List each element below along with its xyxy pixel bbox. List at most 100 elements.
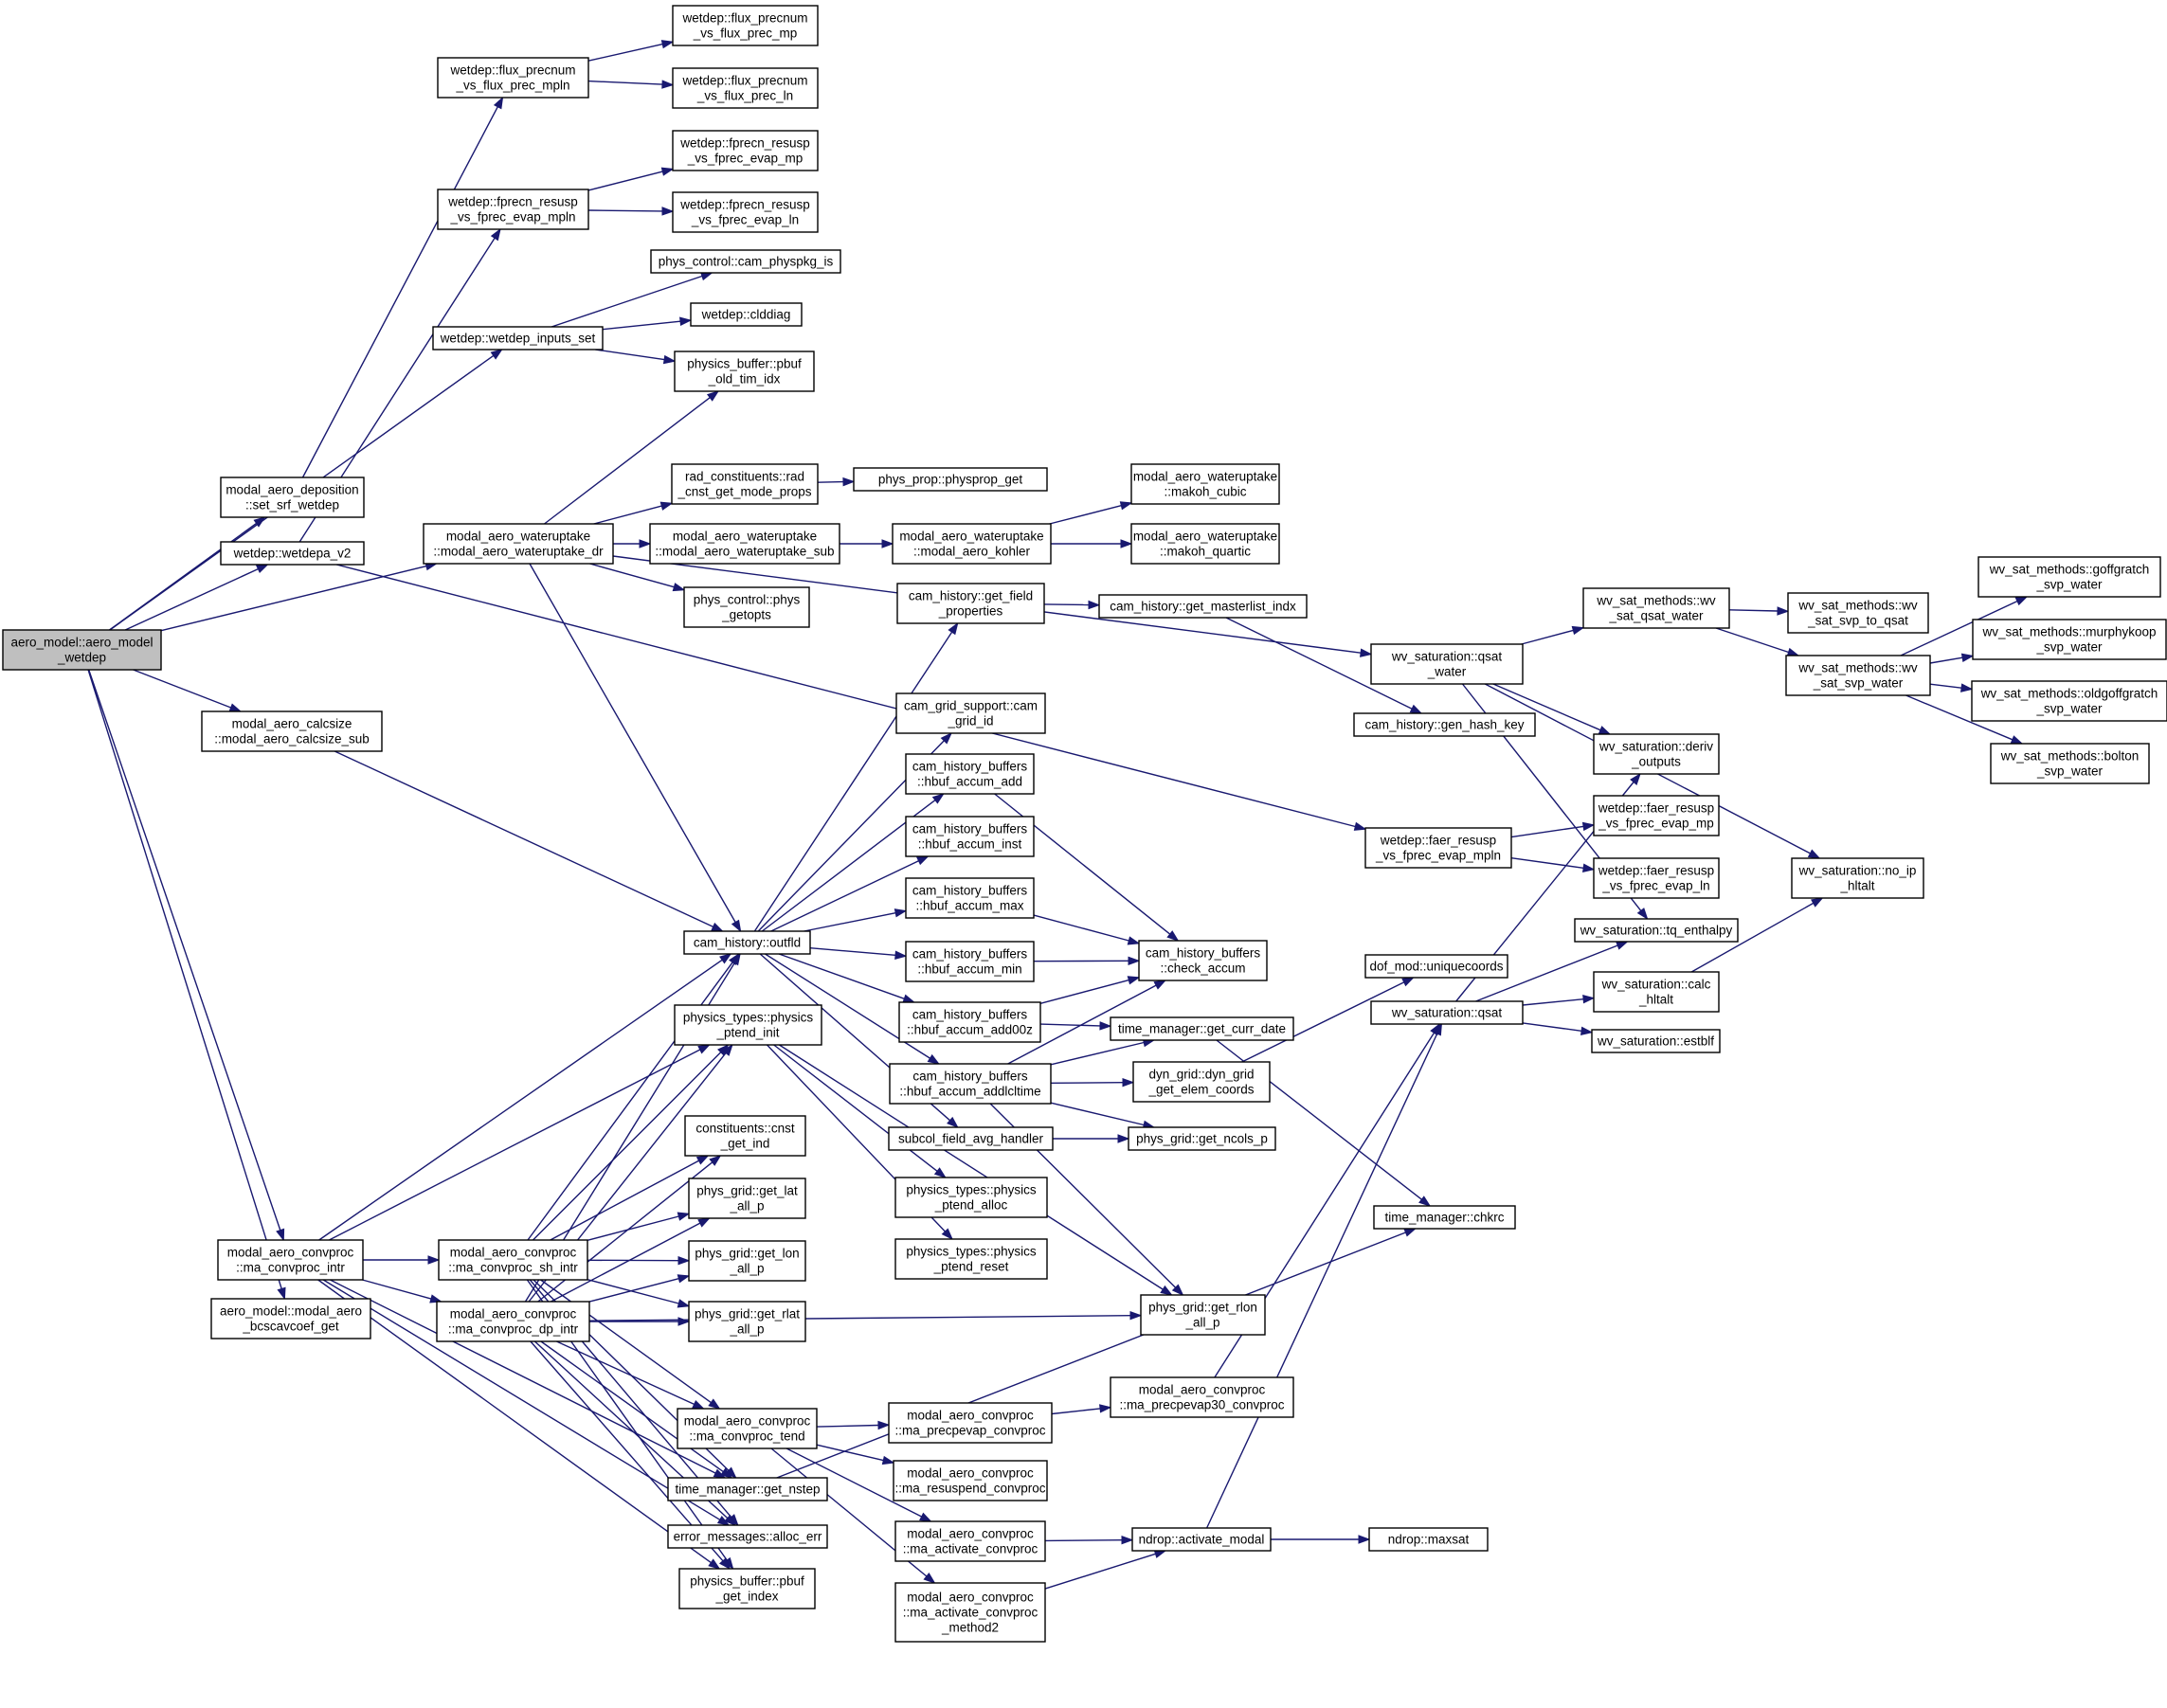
function-node-camphys[interactable]: phys_control::cam_physpkg_is (650, 249, 841, 274)
function-node-kohler[interactable]: modal_aero_wateruptake::modal_aero_kohle… (892, 523, 1052, 565)
edge-line (551, 275, 703, 328)
function-node-svpw[interactable]: wv_sat_methods::wv_sat_svp_water (1785, 655, 1931, 696)
node-label-line: _hltalt (1638, 993, 1673, 1007)
function-node-hadd00z[interactable]: cam_history_buffers::hbuf_accum_add00z (898, 1001, 1041, 1043)
function-node-shintr[interactable]: modal_aero_convproc::ma_convproc_sh_intr (438, 1239, 588, 1281)
function-node-noip[interactable]: wv_saturation::no_ip_hltalt (1791, 857, 1924, 899)
function-node-pbufold[interactable]: physics_buffer::pbuf_old_tim_idx (674, 351, 815, 392)
function-node-qsatwater[interactable]: wv_saturation::qsat_water (1370, 643, 1524, 685)
node-label-line: modal_aero_convproc (907, 1409, 1034, 1423)
function-node-rlat[interactable]: phys_grid::get_rlat_all_p (688, 1301, 806, 1342)
function-node-gridid[interactable]: cam_grid_support::cam_grid_id (895, 692, 1046, 734)
node-label-line: modal_aero_convproc (907, 1591, 1034, 1605)
node-label-line: wv_sat_methods::murphykoop (1981, 625, 2156, 639)
function-node-getopts[interactable]: phys_control::phys_getopts (683, 586, 810, 628)
edge-arrowhead (639, 539, 652, 548)
function-node-convintr[interactable]: modal_aero_convproc::ma_convproc_intr (217, 1239, 364, 1281)
function-node-qsat[interactable]: wv_saturation::qsat (1370, 1000, 1524, 1025)
function-node-hash[interactable]: cam_history::gen_hash_key (1353, 712, 1536, 737)
function-node-rlon[interactable]: phys_grid::get_rlon_all_p (1140, 1294, 1266, 1336)
function-node-quartic[interactable]: modal_aero_wateruptake::makoh_quartic (1130, 523, 1280, 565)
function-node-deriv[interactable]: wv_saturation::deriv_outputs (1593, 733, 1720, 775)
function-node-actmodal[interactable]: ndrop::activate_modal (1131, 1527, 1272, 1552)
function-node-estblf[interactable]: wv_saturation::estblf (1591, 1029, 1721, 1053)
function-node-activ2[interactable]: modal_aero_convproc::ma_activate_convpro… (894, 1582, 1046, 1643)
function-node-faermpln[interactable]: wetdep::faer_resusp_vs_fprec_evap_mpln (1364, 827, 1512, 869)
function-node-elemcoords[interactable]: dyn_grid::dyn_grid_get_elem_coords (1132, 1061, 1271, 1103)
function-node-lon[interactable]: phys_grid::get_lon_all_p (688, 1240, 806, 1282)
node-label-line: phys_control::phys (694, 593, 801, 607)
edge-arrowhead (1581, 821, 1596, 832)
function-node-ncols[interactable]: phys_grid::get_ncols_p (1128, 1126, 1276, 1151)
function-node-physprop[interactable]: phys_prop::physprop_get (853, 467, 1048, 492)
function-node-srf[interactable]: modal_aero_deposition::set_srf_wetdep (220, 476, 365, 518)
function-node-root[interactable]: aero_model::aero_model_wetdep (2, 629, 162, 671)
function-node-wvqsatw[interactable]: wv_sat_methods::wv_sat_qsat_water (1582, 587, 1730, 629)
function-node-tqenth[interactable]: wv_saturation::tq_enthalpy (1574, 918, 1739, 943)
function-node-wetdepa[interactable]: wetdep::wetdepa_v2 (220, 541, 365, 566)
function-node-subcol[interactable]: subcol_field_avg_handler (888, 1126, 1054, 1151)
function-node-currdate[interactable]: time_manager::get_curr_date (1110, 1016, 1294, 1041)
function-node-chkrc[interactable]: time_manager::chkrc (1373, 1205, 1516, 1230)
node-label-line: cam_history::gen_hash_key (1364, 718, 1524, 732)
function-node-hmin[interactable]: cam_history_buffers::hbuf_accum_min (905, 941, 1035, 982)
function-node-murphy[interactable]: wv_sat_methods::murphykoop_svp_water (1972, 619, 2167, 660)
function-node-resusp[interactable]: modal_aero_convproc::ma_resuspend_convpr… (893, 1460, 1048, 1501)
function-node-svp2q[interactable]: wv_sat_methods::wv_sat_svp_to_qsat (1787, 592, 1929, 634)
function-node-fpmpln[interactable]: wetdep::flux_precnum_vs_flux_prec_mpln (437, 57, 589, 99)
edge-arrowhead (877, 1420, 891, 1430)
function-node-ptreset[interactable]: physics_types::physics_ptend_reset (894, 1238, 1048, 1280)
function-node-outfld[interactable]: cam_history::outfld (683, 930, 811, 955)
function-node-goff[interactable]: wv_sat_methods::goffgratch_svp_water (1977, 556, 2161, 598)
function-node-masterlist[interactable]: cam_history::get_masterlist_indx (1098, 594, 1308, 619)
function-node-bolton[interactable]: wv_sat_methods::bolton_svp_water (1990, 743, 2150, 784)
function-node-activ[interactable]: modal_aero_convproc::ma_activate_convpro… (894, 1520, 1046, 1562)
function-node-radc[interactable]: rad_constituents::rad_cnst_get_mode_prop… (671, 463, 819, 505)
function-node-uniq[interactable]: dof_mod::uniquecoords (1364, 954, 1508, 979)
function-node-frmp[interactable]: wetdep::fprecn_resusp_vs_fprec_evap_mp (672, 130, 819, 171)
function-node-ptalloc[interactable]: physics_types::physics_ptend_alloc (894, 1177, 1048, 1218)
edge-line (540, 1279, 712, 1404)
node-box (688, 1301, 806, 1342)
edge-arrowhead (692, 1399, 705, 1410)
node-label-line: modal_aero_wateruptake (446, 530, 590, 544)
function-node-calchlt[interactable]: wv_saturation::calc_hltalt (1593, 971, 1720, 1013)
function-node-frln[interactable]: wetdep::fprecn_resusp_vs_fprec_evap_ln (672, 191, 819, 233)
function-node-cubic[interactable]: modal_aero_wateruptake::makoh_cubic (1130, 463, 1280, 505)
function-node-faerln[interactable]: wetdep::faer_resusp_vs_fprec_evap_ln (1593, 857, 1720, 899)
call-edge-activ-to-actmodal (1044, 1535, 1134, 1545)
function-node-clddiag[interactable]: wetdep::clddiag (690, 302, 803, 327)
function-node-cnst[interactable]: constituents::cnst_get_ind (684, 1115, 806, 1157)
function-node-lat[interactable]: phys_grid::get_lat_all_p (688, 1178, 806, 1219)
function-node-hinst[interactable]: cam_history_buffers::hbuf_accum_inst (905, 816, 1035, 857)
function-node-getfield[interactable]: cam_history::get_field_properties (896, 583, 1045, 624)
node-label-line: _ptend_reset (933, 1260, 1009, 1274)
function-node-precevap[interactable]: modal_aero_convproc::ma_precpevap_convpr… (888, 1402, 1053, 1444)
function-node-fpmp[interactable]: wetdep::flux_precnum_vs_flux_prec_mp (672, 5, 819, 46)
function-node-oldgoff[interactable]: wv_sat_methods::oldgoffgratch_svp_water (1971, 680, 2167, 722)
edge-arrowhead (941, 1228, 954, 1241)
function-node-wudr[interactable]: modal_aero_wateruptake::modal_aero_water… (423, 523, 614, 565)
function-node-checkacc[interactable]: cam_history_buffers::check_accum (1138, 940, 1268, 981)
function-node-frmpln[interactable]: wetdep::fprecn_resusp_vs_fprec_evap_mpln (437, 189, 589, 230)
function-node-hmax[interactable]: cam_history_buffers::hbuf_accum_max (905, 877, 1035, 919)
function-node-alloc[interactable]: error_messages::alloc_err (667, 1524, 828, 1549)
function-node-bcscav[interactable]: aero_model::modal_aero_bcscavcoef_get (210, 1298, 371, 1339)
function-node-tend[interactable]: modal_aero_convproc::ma_convproc_tend (677, 1408, 818, 1449)
function-node-precevap30[interactable]: modal_aero_convproc::ma_precpevap30_conv… (1110, 1376, 1294, 1418)
node-box (1098, 594, 1308, 619)
function-node-calcsize[interactable]: modal_aero_calcsize::modal_aero_calcsize… (201, 710, 383, 752)
function-node-haddlcl[interactable]: cam_history_buffers::hbuf_accum_addlclti… (889, 1063, 1052, 1105)
edge-line (786, 1447, 922, 1518)
function-node-faermp[interactable]: wetdep::faer_resusp_vs_fprec_evap_mp (1593, 795, 1720, 836)
function-node-hadd[interactable]: cam_history_buffers::hbuf_accum_add (905, 753, 1035, 795)
function-node-wusub[interactable]: modal_aero_wateruptake::modal_aero_water… (649, 523, 840, 565)
function-node-inputs[interactable]: wetdep::wetdep_inputs_set (432, 326, 604, 351)
function-node-fpln[interactable]: wetdep::flux_precnum_vs_flux_prec_ln (672, 67, 819, 109)
function-node-dpintr[interactable]: modal_aero_convproc::ma_convproc_dp_intr (436, 1301, 590, 1342)
function-node-pbufidx[interactable]: physics_buffer::pbuf_get_index (678, 1568, 816, 1609)
function-node-ptinit[interactable]: physics_types::physics_ptend_init (674, 1004, 822, 1046)
function-node-nstep[interactable]: time_manager::get_nstep (667, 1477, 828, 1501)
function-node-maxsat[interactable]: ndrop::maxsat (1368, 1527, 1489, 1552)
edge-arrowhead (1127, 976, 1141, 985)
